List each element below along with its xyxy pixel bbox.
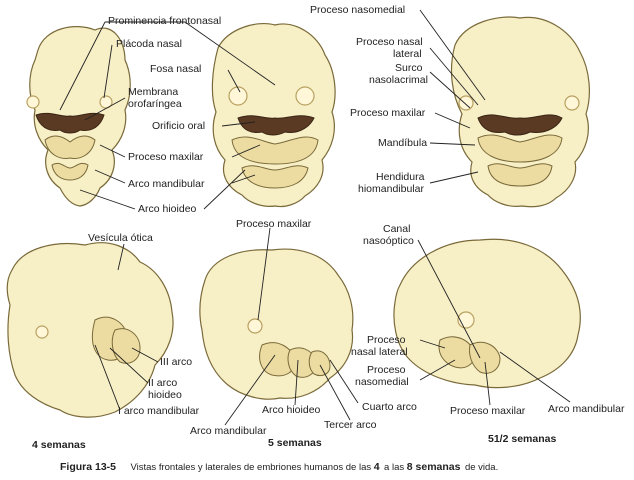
label-proceso-nasal-lateral-1: Proceso nasal — [356, 36, 423, 48]
label-ii-arco-1: II arco — [148, 377, 177, 389]
label-vesicula-otica: Vesícula ótica — [88, 232, 153, 244]
lateral-embryo-4-weeks — [6, 242, 174, 418]
label-arco-mandibular-b: Arco mandibular — [190, 425, 267, 437]
lateral-embryo-5-weeks — [199, 248, 354, 400]
label-arco-hioideo-a: Arco hioideo — [138, 203, 197, 215]
label-arco-mandibular-a: Arco mandibular — [128, 178, 205, 190]
caption-text-1: Vistas frontales y laterales de embrione… — [130, 462, 373, 473]
label-mandibula: Mandíbula — [378, 137, 427, 149]
caption-text-3: de vida. — [465, 462, 498, 473]
label-prominencia-frontonasal: Prominencia frontonasal — [108, 15, 221, 27]
label-fosa-nasal: Fosa nasal — [150, 63, 201, 75]
label-proceso-nasomedial-b2: nasomedial — [355, 376, 409, 388]
stage-label-5-weeks: 5 semanas — [268, 437, 322, 449]
label-membrana-2: orofaríngea — [128, 98, 182, 110]
label-i-arco-mandibular: I arco mandibular — [118, 405, 200, 417]
label-proceso-maxilar-b: Proceso maxilar — [350, 107, 426, 119]
caption-figure-number: Figura 13-5 — [60, 461, 116, 473]
frontal-embryo-5-5-weeks — [450, 16, 590, 208]
label-proceso-maxilar-c: Proceso maxilar — [236, 218, 312, 230]
label-canal-2: nasoóptico — [363, 235, 414, 247]
caption-num-8: 8 semanas — [407, 461, 461, 473]
label-proceso-maxilar-a: Proceso maxilar — [128, 151, 204, 163]
label-canal-1: Canal — [383, 223, 410, 235]
stage-label-4-weeks: 4 semanas — [32, 439, 86, 451]
label-surco-2: nasolacrimal — [369, 74, 428, 86]
label-hendidura-2: hiomandibular — [358, 183, 424, 195]
caption-num-4: 4 — [374, 461, 380, 473]
label-proceso-nasal-lateral-2: lateral — [393, 48, 422, 60]
label-tercer-arco: Tercer arco — [324, 419, 377, 431]
label-surco-1: Surco — [395, 62, 423, 74]
label-proceso-nasal-lateral-b2: nasal lateral — [351, 346, 408, 358]
label-proceso-nasomedial-b1: Proceso — [367, 364, 406, 376]
label-orificio-oral: Orificio oral — [152, 120, 205, 132]
label-proceso-nasal-lateral-b1: Proceso — [367, 334, 406, 346]
frontal-embryo-4-weeks — [26, 26, 131, 207]
label-arco-hioideo-b: Arco hioideo — [262, 404, 321, 416]
label-hendidura-1: Hendidura — [376, 171, 425, 183]
label-cuarto-arco: Cuarto arco — [362, 401, 417, 413]
leader-lines — [59, 9, 571, 426]
label-placoda-nasal: Plácoda nasal — [116, 38, 182, 50]
label-iii-arco: III arco — [160, 356, 192, 368]
label-arco-mandibular-c: Arco mandibular — [548, 403, 625, 415]
frontal-embryo-5-weeks — [211, 22, 336, 208]
label-proceso-maxilar-d: Proceso maxilar — [450, 405, 526, 417]
figure-caption: Figura 13-5 Vistas frontales y laterales… — [60, 457, 498, 474]
label-membrana-1: Membrana — [128, 86, 178, 98]
stage-label-5-5-weeks: 51/2 semanas — [488, 433, 556, 445]
label-ii-arco-2: hioideo — [148, 389, 182, 401]
caption-text-2: a las — [384, 462, 407, 473]
lateral-embryo-5-5-weeks — [393, 238, 581, 389]
label-proceso-nasomedial-top: Proceso nasomedial — [310, 4, 405, 16]
